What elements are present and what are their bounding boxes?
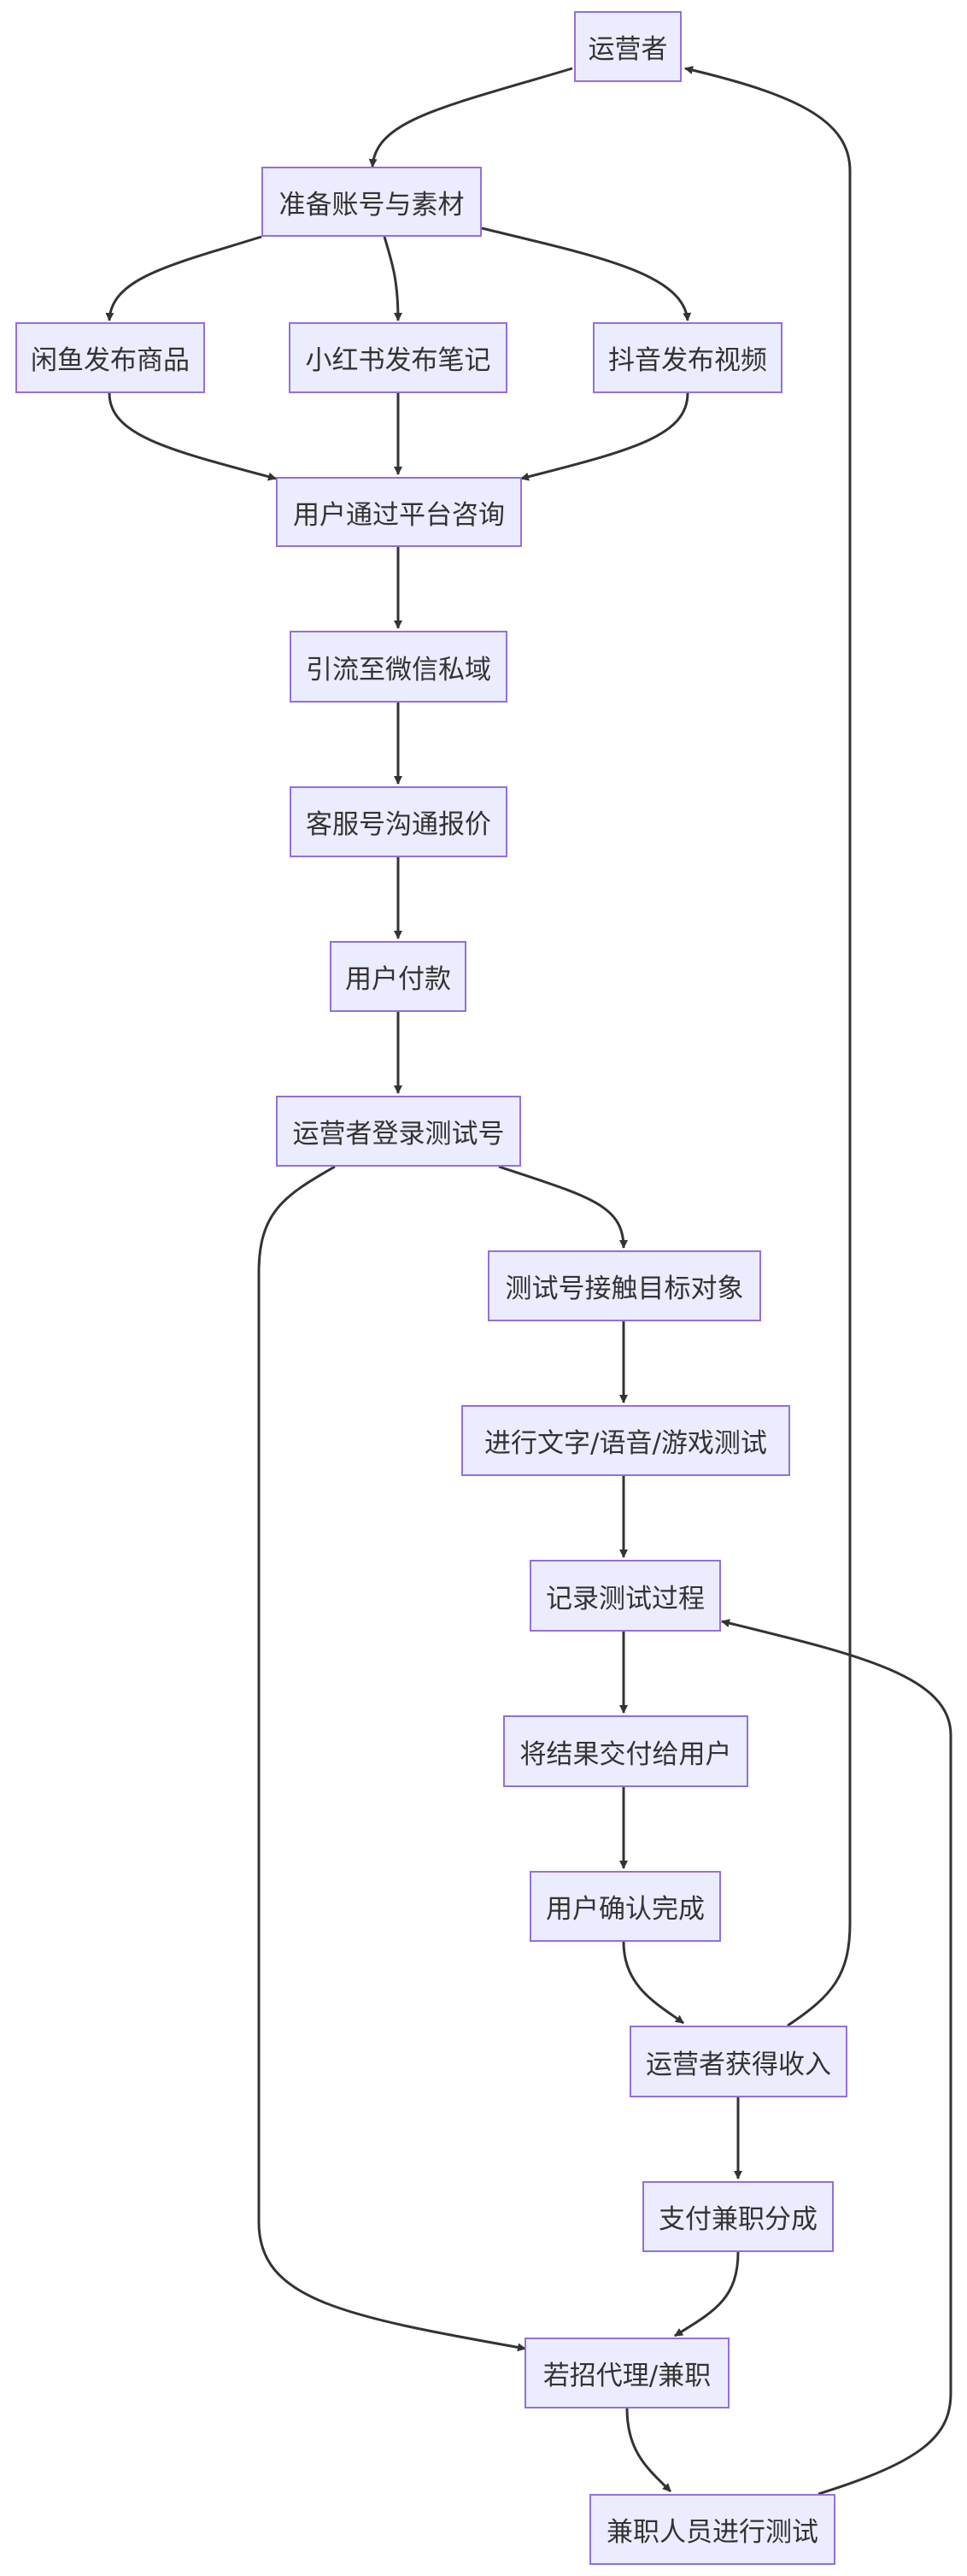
edge-operator-to-prepare [368,67,573,168]
edge-douyin-to-consult [520,392,689,481]
edge-share-to-recruit [674,2251,740,2338]
edge-login-to-recruit [257,1165,526,2352]
edge-income-to-operator [684,66,852,2027]
node-wechat: 引流至微信私域 [290,631,507,703]
node-income: 运营者获得收入 [630,2026,847,2097]
node-quote: 客服号沟通报价 [290,786,507,857]
node-consult: 用户通过平台咨询 [276,477,522,547]
edge-login-to-contact [498,1165,628,1249]
node-xianyu: 闲鱼发布商品 [15,322,205,393]
node-login: 运营者登录测试号 [276,1096,521,1167]
node-operator: 运营者 [574,11,682,82]
node-parttime: 兼职人员进行测试 [589,2494,835,2565]
edge-prepare-to-douyin [481,226,692,321]
node-prepare: 准备账号与素材 [261,167,482,237]
node-test: 进行文字/语音/游戏测试 [461,1405,790,1476]
node-deliver: 将结果交付给用户 [503,1715,748,1787]
node-record: 记录测试过程 [530,1560,721,1632]
node-share: 支付兼职分成 [642,2181,834,2252]
edge-recruit-to-parttime [625,2408,672,2493]
edge-confirm-to-income [622,1941,684,2025]
edge-prepare-to-xianyu [105,235,262,321]
node-confirm: 用户确认完成 [530,1871,721,1942]
node-pay: 用户付款 [330,941,466,1012]
node-douyin: 抖音发布视频 [593,322,782,393]
node-contact: 测试号接触目标对象 [488,1250,761,1321]
node-xiaohongshu: 小红书发布笔记 [289,322,507,393]
edge-prepare-to-xiaohongshu [383,236,402,321]
node-recruit: 若招代理/兼职 [525,2338,730,2408]
edge-parttime-to-record [721,1619,952,2496]
edge-xianyu-to-consult [108,392,277,481]
